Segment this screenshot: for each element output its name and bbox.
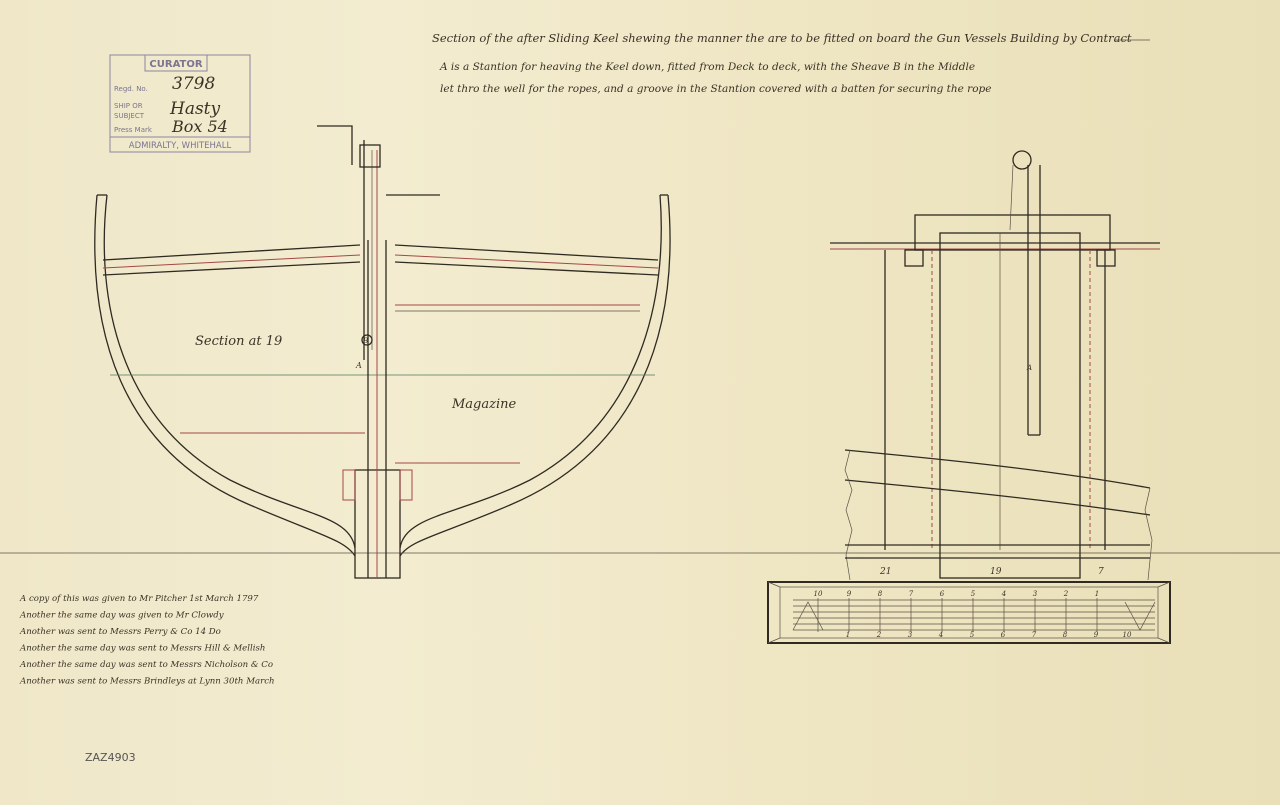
press-value: Box 54	[171, 117, 228, 136]
scale-top-label: 7	[909, 590, 914, 598]
scale-top-label: 10	[814, 590, 823, 598]
regd-label: Regd. No.	[114, 85, 148, 93]
distribution-note: Another was sent to Messrs Brindleys at …	[19, 677, 275, 687]
ship-label-2: SUBJECT	[114, 112, 145, 120]
scale-bottom-label: 8	[1063, 631, 1068, 639]
scale-top-label: 6	[940, 590, 945, 598]
distribution-note: Another the same day was sent to Messrs …	[19, 644, 265, 654]
scale-top-label: 9	[847, 590, 852, 598]
frame-19-label: 19	[990, 567, 1002, 577]
label-b-left: B	[362, 337, 368, 345]
label-a-right: A	[1026, 364, 1032, 372]
ship-value: Hasty	[169, 99, 221, 119]
scale-bottom-label: 9	[1094, 631, 1099, 639]
scale-bar: 10 9 8 7 6 5 4 3 2 1 1 2 3 4 5 6 7 8 9 10	[767, 581, 1171, 644]
scale-top-label: 5	[971, 590, 976, 598]
distribution-note: A copy of this was given to Mr Pitcher 1…	[19, 594, 259, 604]
regd-value: 3798	[172, 74, 215, 94]
scale-top-label: 3	[1033, 590, 1038, 598]
scale-top-label: 4	[1001, 590, 1006, 598]
ship-label-1: SHIP OR	[114, 102, 143, 110]
hull-section: Section at 19 Magazine A B	[0, 125, 1280, 579]
curator-stamp: CURATOR Regd. No. 3798 SHIP OR SUBJECT H…	[109, 54, 251, 153]
distribution-note: Another the same day was given to Mr Clo…	[19, 611, 224, 621]
label-a-left: A	[355, 361, 362, 370]
note-line-1: A is a Stantion for heaving the Keel dow…	[439, 61, 975, 73]
scale-triangle-right	[1124, 601, 1156, 631]
stamp-header: CURATOR	[149, 59, 202, 70]
scale-bottom-label: 1	[846, 631, 850, 639]
distribution-note: Another the same day was sent to Messrs …	[19, 660, 273, 670]
scale-top-label: 1	[1095, 590, 1099, 598]
keel-elevation: A 21 19 7	[830, 150, 1160, 581]
reference-number: ZAZ4903	[85, 751, 136, 764]
stamp-footer: ADMIRALTY, WHITEHALL	[129, 141, 232, 151]
frame-21-label: 21	[879, 567, 891, 577]
note-line-2: let thro the well for the ropes, and a g…	[440, 83, 991, 95]
scale-bottom-label: 10	[1123, 631, 1132, 639]
scale-top-label: 8	[878, 590, 883, 598]
distribution-notes: A copy of this was given to Mr Pitcher 1…	[19, 594, 275, 687]
scale-bottom-label: 7	[1032, 631, 1037, 639]
scale-bottom-label: 4	[938, 631, 943, 639]
section-label: Section at 19	[195, 334, 282, 349]
scale-bottom-label: 3	[908, 631, 913, 639]
scale-bottom-label: 6	[1001, 631, 1006, 639]
scale-bottom-label: 5	[970, 631, 975, 639]
scale-bottom-label: 2	[876, 631, 882, 639]
plan-title: Section of the after Sliding Keel shewin…	[432, 31, 1132, 45]
distribution-note: Another was sent to Messrs Perry & Co 14…	[19, 627, 221, 637]
frame-7-label: 7	[1098, 567, 1104, 577]
scale-top-label: 2	[1063, 590, 1069, 598]
press-label: Press Mark	[114, 126, 153, 134]
magazine-label: Magazine	[451, 397, 517, 412]
